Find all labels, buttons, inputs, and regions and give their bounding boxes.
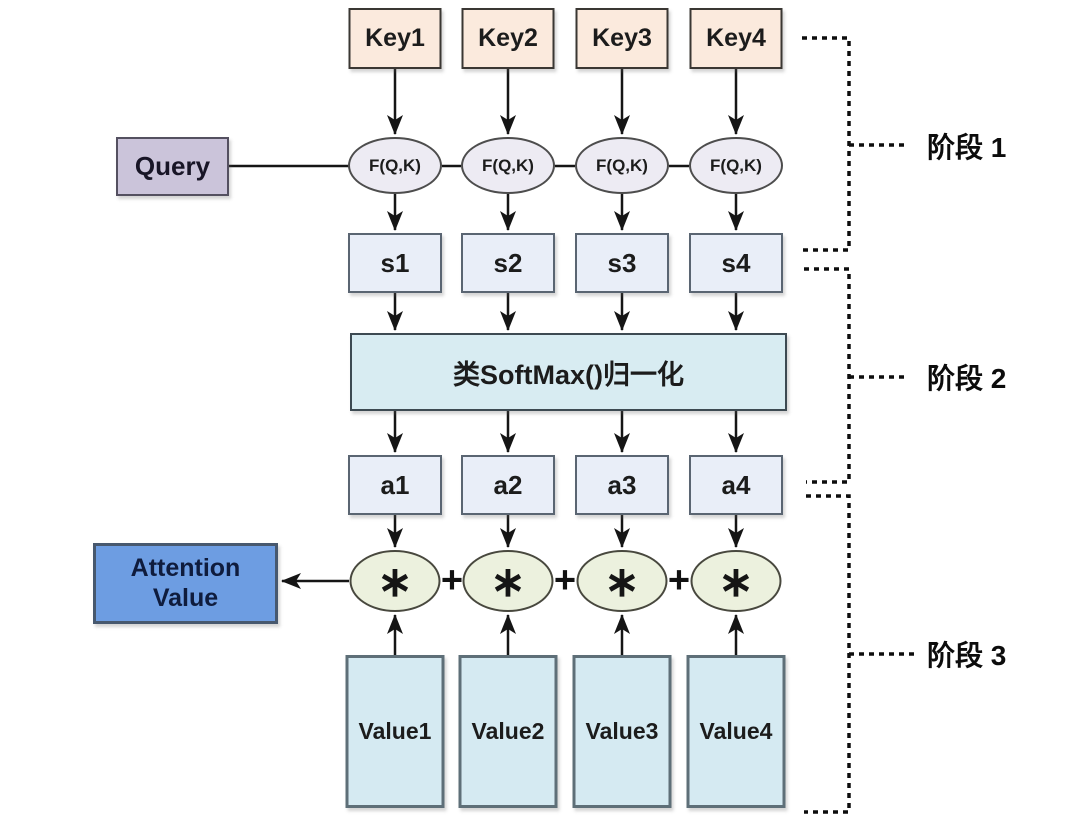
similarity-ellipse-1: F(Q,K) [348,137,442,194]
softmax-node: 类SoftMax()归一化 [350,333,787,411]
similarity-ellipse-4: F(Q,K) [689,137,783,194]
plus-operator-3: + [667,559,691,602]
weight-to-multiply-arrows [387,515,744,548]
query-node: Query [116,137,229,196]
key-to-similarity-arrows [387,68,744,135]
weight-node-3: a3 [575,455,669,515]
weight-node-2: a2 [461,455,555,515]
score-to-softmax-arrows [387,293,744,331]
multiply-ellipse-2: ∗ [462,550,554,612]
value-node-3: Value3 [572,655,672,808]
value-node-4: Value4 [686,655,786,808]
key2-node: Key2 [461,8,555,69]
multiply-ellipse-1: ∗ [349,550,441,612]
stage-label-1: 阶段 1 [927,132,1007,163]
key4-node: Key4 [689,8,783,69]
similarity-to-score-arrows [387,194,744,231]
similarity-ellipse-2: F(Q,K) [461,137,555,194]
key1-node: Key1 [348,8,442,69]
score-node-4: s4 [689,233,783,293]
plus-operator-2: + [553,559,577,602]
score-node-2: s2 [461,233,555,293]
multiply-ellipse-3: ∗ [576,550,668,612]
weight-node-1: a1 [348,455,442,515]
score-node-1: s1 [348,233,442,293]
key3-node: Key3 [575,8,669,69]
value-node-1: Value1 [345,655,445,808]
attention-value-node: Attention Value [93,543,278,624]
score-node-3: s3 [575,233,669,293]
stage-label-3: 阶段 3 [927,640,1007,671]
stage2-bracket [804,267,909,484]
stage1-bracket [802,36,909,252]
similarity-ellipse-3: F(Q,K) [575,137,669,194]
value-to-multiply-arrows [387,614,744,655]
weight-node-4: a4 [689,455,783,515]
multiply-ellipse-4: ∗ [690,550,782,612]
stage-label-2: 阶段 2 [927,363,1007,394]
stage3-bracket [804,494,919,814]
value-node-2: Value2 [458,655,558,808]
softmax-to-weight-arrows [387,411,744,453]
plus-operator-1: + [440,559,464,602]
